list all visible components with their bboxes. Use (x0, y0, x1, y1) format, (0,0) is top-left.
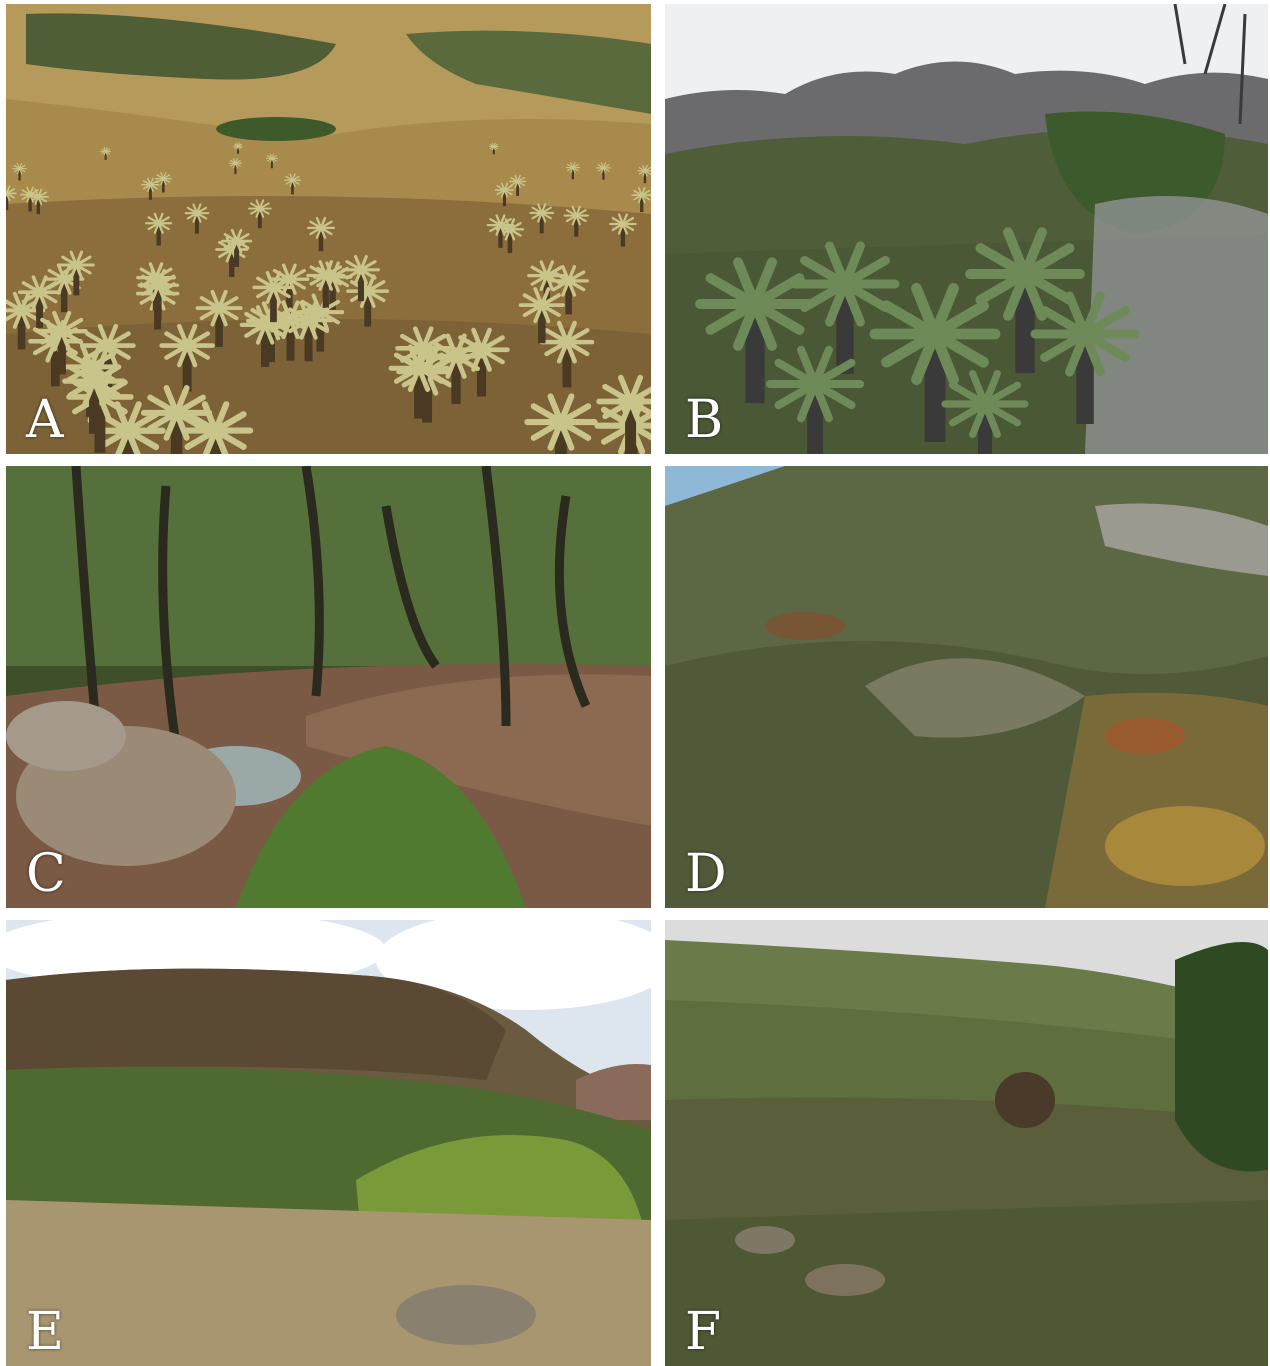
photo-panel-d: D (665, 466, 1268, 908)
photo-panel-e: E (6, 920, 651, 1366)
photo-panel-b: B (665, 4, 1268, 454)
panel-label: E (26, 1302, 64, 1362)
panel-label: D (685, 844, 727, 904)
paramo-frailejones-photo (6, 4, 651, 454)
panel-label: A (26, 390, 64, 450)
photo-panel-f: F (665, 920, 1268, 1366)
photo-panel-a: A (6, 4, 651, 454)
shrubland-hillside-photo (665, 466, 1268, 908)
panel-label: F (685, 1302, 722, 1362)
fern-slope-photo (665, 920, 1268, 1366)
photo-panel-c: C (6, 466, 651, 908)
shrub-rosettes-photo (665, 4, 1268, 454)
panel-label: B (685, 390, 724, 450)
oak-forest-stream-photo (6, 466, 651, 908)
panel-label: C (26, 844, 66, 904)
rocky-outcrop-photo (6, 920, 651, 1366)
